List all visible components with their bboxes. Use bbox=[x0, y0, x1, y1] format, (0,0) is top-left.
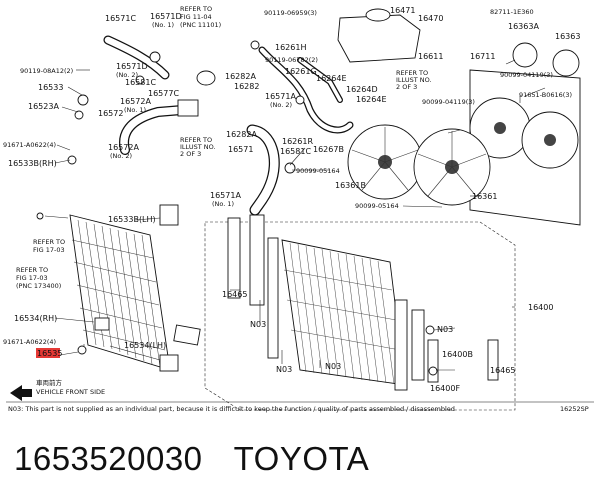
vehicle-front-indicator: 車両前方 VEHICLE FRONT SIDE bbox=[10, 378, 105, 401]
label-refer-4a: REFER TO bbox=[33, 238, 65, 246]
label-16361B: 16361B bbox=[335, 181, 366, 190]
label-16264D: 16264D bbox=[346, 85, 378, 94]
cooling-fan-2 bbox=[413, 128, 491, 206]
label-16363A: 16363A bbox=[508, 22, 539, 31]
label-91671-a: 91671-A0622(4) bbox=[3, 141, 56, 149]
label-16572A-no: (No. 1) bbox=[124, 106, 146, 114]
label-refer-3a: REFER TO bbox=[180, 136, 212, 144]
label-82711: 82711-1E360 bbox=[490, 8, 534, 16]
label-16533B-lh: 16533B(LH) bbox=[108, 215, 156, 224]
label-refer-3c: 2 OF 3 bbox=[180, 150, 201, 158]
condenser-panel bbox=[204, 214, 516, 411]
part-caption: 1653520030 TOYOTA bbox=[14, 440, 391, 484]
label-16400F: 16400F bbox=[430, 384, 460, 393]
small-parts bbox=[36, 40, 438, 376]
label-refer-5b: FIG 17-03 bbox=[16, 274, 48, 282]
label-16611: 16611 bbox=[418, 52, 443, 61]
label-refer-1b: FIG 11-04 bbox=[180, 13, 212, 21]
label-16571C: 16571C bbox=[105, 14, 136, 23]
footnote-N03: N03: This part is not supplied as an ind… bbox=[8, 405, 455, 413]
label-16465-b: 16465 bbox=[490, 366, 515, 375]
label-16534-lh: 16534(LH) bbox=[124, 341, 166, 350]
label-16471: 16471 bbox=[390, 6, 415, 15]
label-16571A-2: 16571A bbox=[265, 92, 296, 101]
label-90099-04119-b: 90099-04119(3) bbox=[422, 98, 475, 106]
label-16533-top: 16533 bbox=[38, 83, 63, 92]
label-90099-05164-a: 90099-05164 bbox=[296, 167, 340, 175]
label-refer-5a: REFER TO bbox=[16, 266, 48, 274]
label-16400: 16400 bbox=[528, 303, 553, 312]
front-label-en: VEHICLE FRONT SIDE bbox=[36, 388, 105, 396]
label-refer-5c: (PNC 173400) bbox=[16, 282, 61, 290]
label-N03-b: N03 bbox=[276, 365, 292, 374]
label-16261G: 16261G bbox=[285, 67, 317, 76]
label-16572A-2-no: (No. 2) bbox=[110, 152, 132, 160]
label-16400B: 16400B bbox=[442, 350, 473, 359]
label-16581C-2: 16581C bbox=[280, 147, 311, 156]
label-16261R: 16261R bbox=[282, 137, 313, 146]
label-16282A-2: 16282A bbox=[226, 130, 257, 139]
label-90099-05164-b: 90099-05164 bbox=[355, 202, 399, 210]
label-16534-rh: 16534(RH) bbox=[14, 314, 57, 323]
hoses bbox=[103, 35, 354, 216]
label-16363: 16363 bbox=[555, 32, 580, 41]
label-refer-2a: REFER TO bbox=[396, 69, 428, 77]
label-16572: 16572 bbox=[98, 109, 123, 118]
radiator-core bbox=[69, 204, 201, 371]
label-16571A-no: (No. 1) bbox=[212, 200, 234, 208]
label-N03-c: N03 bbox=[437, 325, 453, 334]
label-16264E: 16264E bbox=[316, 74, 347, 83]
label-16571D-2-no: (No. 2) bbox=[116, 71, 138, 79]
label-16282: 16282 bbox=[234, 82, 259, 91]
part-labels: 16571C 16571D (No. 1) REFER TO FIG 11-04… bbox=[3, 5, 580, 393]
label-refer-3b: ILLUST NO. bbox=[180, 143, 216, 151]
label-16535[interactable]: 16535 bbox=[37, 349, 62, 358]
highlighted-part-16535[interactable]: 16535 bbox=[36, 348, 62, 358]
label-refer-2b: ILLUST NO. bbox=[396, 76, 432, 84]
label-16571A: 16571A bbox=[210, 191, 241, 200]
leader-lines bbox=[44, 59, 546, 371]
label-16465-a: 16465 bbox=[222, 290, 247, 299]
label-16577C: 16577C bbox=[148, 89, 179, 98]
front-arrow-icon bbox=[10, 385, 32, 401]
label-16571D: 16571D bbox=[150, 12, 182, 21]
label-refer-1c: (PNC 11101) bbox=[180, 21, 221, 29]
label-90119-08A12: 90119-08A12(2) bbox=[20, 67, 73, 75]
label-90119-06959: 90119-06959(3) bbox=[264, 9, 317, 17]
label-16470: 16470 bbox=[418, 14, 443, 23]
label-16261H: 16261H bbox=[275, 43, 306, 52]
label-refer-4b: FIG 17-03 bbox=[33, 246, 65, 254]
front-label-jp: 車両前方 bbox=[36, 378, 63, 387]
label-91671-b: 91671-A0622(4) bbox=[3, 338, 56, 346]
part-number: 1653520030 bbox=[14, 440, 203, 477]
label-16264E-2: 16264E bbox=[356, 95, 387, 104]
reservoir-tank bbox=[337, 8, 421, 63]
label-16572A: 16572A bbox=[120, 97, 151, 106]
label-refer-2c: 2 OF 3 bbox=[396, 83, 417, 91]
label-16571A-2-no: (No. 2) bbox=[270, 101, 292, 109]
label-16361: 16361 bbox=[472, 192, 497, 201]
radiator-parts-diagram: 16571C 16571D (No. 1) REFER TO FIG 11-04… bbox=[3, 5, 594, 413]
label-16571D-2: 16571D bbox=[116, 62, 148, 71]
label-16533B-rh: 16533B(RH) bbox=[8, 159, 57, 168]
label-N03-d: N03 bbox=[325, 362, 341, 371]
brand-name: TOYOTA bbox=[233, 440, 370, 477]
label-16711: 16711 bbox=[470, 52, 495, 61]
label-16282A: 16282A bbox=[225, 72, 256, 81]
label-91651: 91651-B0616(3) bbox=[519, 91, 572, 99]
fan-motor bbox=[512, 42, 580, 77]
cooling-fan-1 bbox=[347, 124, 423, 200]
label-N03-a: N03 bbox=[250, 320, 266, 329]
label-90099-04119-a: 90099-04119(3) bbox=[500, 71, 553, 79]
label-90119-06782: 90119-06782(2) bbox=[265, 56, 318, 64]
label-refer-1a: REFER TO bbox=[180, 5, 212, 13]
label-16571D-no: (No. 1) bbox=[152, 21, 174, 29]
label-16581C: 16581C bbox=[125, 78, 156, 87]
label-16572A-2: 16572A bbox=[108, 143, 139, 152]
fan-shroud bbox=[469, 69, 581, 226]
illustration-code: 16252SP bbox=[560, 405, 589, 413]
label-16523A: 16523A bbox=[28, 102, 59, 111]
label-16571: 16571 bbox=[228, 145, 253, 154]
label-16267B: 16267B bbox=[313, 145, 344, 154]
